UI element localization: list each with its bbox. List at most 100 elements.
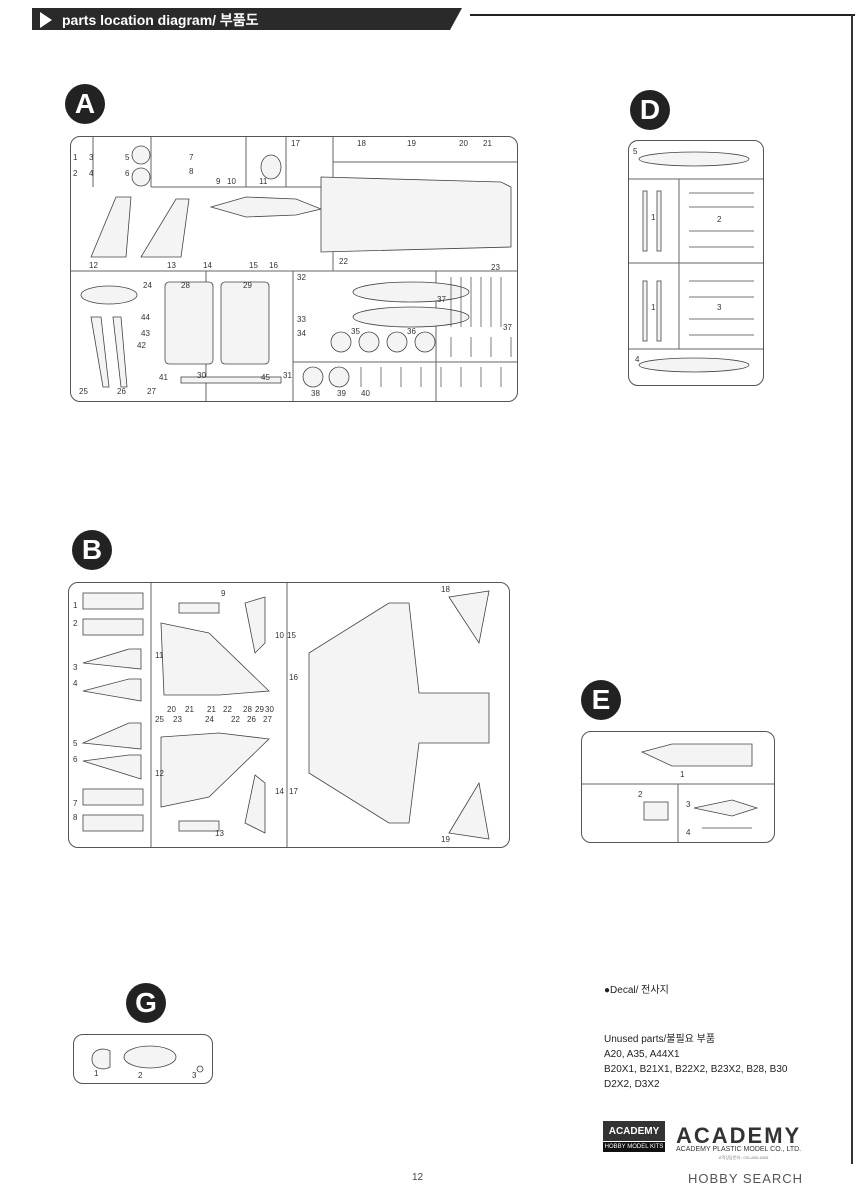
part-label: 14 xyxy=(203,261,212,270)
part-label: 21 xyxy=(207,705,216,714)
part-label: 13 xyxy=(167,261,176,270)
part-label: 21 xyxy=(483,139,492,148)
part-label: 2 xyxy=(73,169,78,178)
part-label: 11 xyxy=(155,651,164,660)
part-label: 1 xyxy=(73,601,78,610)
part-label: 33 xyxy=(297,315,306,324)
unused-line: D2X2, D3X2 xyxy=(604,1079,660,1090)
part-label: 28 xyxy=(181,281,190,290)
part-label: 8 xyxy=(73,813,78,822)
part-label: 16 xyxy=(269,261,278,270)
part-label: 4 xyxy=(635,355,640,364)
part-label: 3 xyxy=(192,1071,197,1080)
section-letter-d: D xyxy=(630,90,670,130)
part-label: 3 xyxy=(73,663,78,672)
part-label: 2 xyxy=(138,1071,143,1080)
part-label: 2 xyxy=(638,790,643,799)
part-label: 7 xyxy=(73,799,78,808)
part-label: 17 xyxy=(291,139,300,148)
header-rule xyxy=(470,14,855,16)
section-letter-e: E xyxy=(581,680,621,720)
part-label: 39 xyxy=(337,389,346,398)
part-label: 29 xyxy=(243,281,252,290)
unused-line: A20, A35, A44X1 xyxy=(604,1049,680,1060)
sprue-d: 1 1 2 3 4 5 xyxy=(628,140,764,386)
part-label: 25 xyxy=(79,387,88,396)
academy-logo-badge: ACADEMY HOBBY MODEL KITS xyxy=(603,1121,665,1161)
part-label: 2 xyxy=(73,619,78,628)
part-label: 1 xyxy=(73,153,78,162)
section-letter-g: G xyxy=(126,983,166,1023)
part-label: 5 xyxy=(125,153,130,162)
unused-parts: Unused parts/불필요 부품 A20, A35, A44X1 B20X… xyxy=(604,1032,787,1092)
part-label: 44 xyxy=(141,313,150,322)
part-label: 15 xyxy=(287,631,296,640)
part-label: 3 xyxy=(686,800,691,809)
part-label: 27 xyxy=(147,387,156,396)
part-label: 5 xyxy=(73,739,78,748)
part-label: 40 xyxy=(361,389,370,398)
part-label: 24 xyxy=(205,715,214,724)
part-label: 41 xyxy=(159,373,168,382)
brand-company: ACADEMY PLASTIC MODEL CO., LTD. xyxy=(676,1146,802,1153)
part-label: 20 xyxy=(459,139,468,148)
sprue-a-drawing xyxy=(71,137,517,401)
part-label: 6 xyxy=(73,755,78,764)
part-label: 37 xyxy=(437,295,446,304)
sprue-b: 1 2 3 4 5 6 7 8 9 10 11 12 13 14 15 16 1… xyxy=(68,582,510,848)
unused-line: B20X1, B21X1, B22X2, B23X2, B28, B30 xyxy=(604,1064,788,1075)
triangle-icon xyxy=(40,12,52,28)
section-letter-a: A xyxy=(65,84,105,124)
part-label: 30 xyxy=(265,705,274,714)
part-label: 11 xyxy=(259,177,268,186)
part-label: 27 xyxy=(263,715,272,724)
part-label: 20 xyxy=(167,705,176,714)
part-label: 34 xyxy=(297,329,306,338)
part-label: 6 xyxy=(125,169,130,178)
watermark: HOBBY SEARCH xyxy=(688,1171,804,1186)
page-number: 12 xyxy=(412,1172,424,1183)
part-label: 4 xyxy=(686,828,691,837)
part-label: 30 xyxy=(197,371,206,380)
part-label: 4 xyxy=(73,679,78,688)
part-label: 24 xyxy=(143,281,152,290)
part-label: 8 xyxy=(189,167,194,176)
sprue-g-drawing xyxy=(91,1045,204,1073)
sprue-e-drawing xyxy=(582,743,774,842)
part-label: 22 xyxy=(339,257,348,266)
part-label: 3 xyxy=(89,153,94,162)
sprue-g: 1 2 3 xyxy=(73,1034,213,1084)
part-label: 1 xyxy=(680,770,685,779)
part-label: 26 xyxy=(247,715,256,724)
part-label: 32 xyxy=(297,273,306,282)
logo-top-text: ACADEMY xyxy=(603,1121,665,1141)
brand-wordmark: ACADEMY xyxy=(676,1123,802,1148)
part-label: 15 xyxy=(249,261,258,270)
part-label: 9 xyxy=(221,589,226,598)
part-label: 35 xyxy=(351,327,360,336)
sprue-a: 1 2 3 4 5 6 7 8 9 10 11 12 13 14 15 16 1… xyxy=(70,136,518,402)
part-label: 37 xyxy=(503,323,512,332)
logo-bottom-text: HOBBY MODEL KITS xyxy=(603,1142,665,1152)
part-label: 38 xyxy=(311,389,320,398)
part-label: 4 xyxy=(89,169,94,178)
sprue-b-drawing xyxy=(81,583,490,847)
part-label: 9 xyxy=(216,177,221,186)
page-title: parts location diagram/ 부품도 xyxy=(62,12,259,28)
part-label: 31 xyxy=(283,371,292,380)
part-label: 1 xyxy=(651,213,656,222)
part-label: 21 xyxy=(185,705,194,714)
decal-label: ●Decal/ 전사지 xyxy=(604,985,669,996)
sprue-e: 1 2 3 4 xyxy=(581,731,775,843)
part-label: 12 xyxy=(89,261,98,270)
brand-contact: 고객상담문의 : 031-890-4005 xyxy=(718,1155,769,1160)
part-label: 16 xyxy=(289,673,298,682)
part-label: 25 xyxy=(155,715,164,724)
part-label: 19 xyxy=(441,835,450,844)
part-label: 23 xyxy=(173,715,182,724)
page-border-right xyxy=(851,14,853,1164)
part-label: 28 xyxy=(243,705,252,714)
part-label: 22 xyxy=(223,705,232,714)
part-label: 1 xyxy=(651,303,656,312)
page-header: parts location diagram/ 부품도 xyxy=(32,8,472,30)
